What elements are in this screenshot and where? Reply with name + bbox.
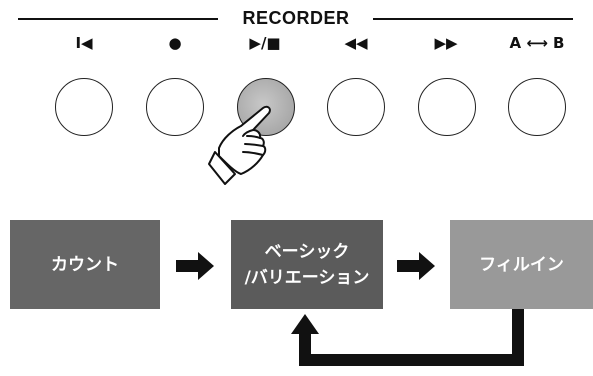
basic-step-label-line1: ベーシック bbox=[264, 241, 350, 262]
basic-step-label-line2: /バリエーション bbox=[244, 267, 370, 288]
record-button[interactable] bbox=[146, 78, 204, 136]
recorder-rule-right bbox=[373, 18, 573, 20]
play-stop-icon: ▶/■ bbox=[249, 34, 281, 52]
arrow-right-icon bbox=[176, 252, 214, 280]
fast-forward-button[interactable] bbox=[418, 78, 476, 136]
rewind-to-start-icon: I◀ bbox=[75, 34, 93, 52]
record-icon: ● bbox=[168, 34, 182, 52]
recorder-rule-left bbox=[18, 18, 218, 20]
fast-forward-icon: ▶▶ bbox=[434, 34, 458, 52]
ab-repeat-button[interactable] bbox=[508, 78, 566, 136]
ab-repeat-icon: A ⟷ B bbox=[509, 34, 565, 52]
fill-in-step: フィルイン bbox=[450, 220, 593, 309]
basic-variation-step: ベーシック /バリエーション bbox=[231, 220, 383, 309]
rewind-to-start-button[interactable] bbox=[55, 78, 113, 136]
fill-in-step-label: フィルイン bbox=[479, 254, 564, 275]
count-step: カウント bbox=[10, 220, 160, 309]
arrow-right-icon bbox=[397, 252, 435, 280]
pressing-hand-icon bbox=[208, 105, 271, 185]
rewind-icon: ◀◀ bbox=[344, 34, 368, 52]
count-step-label: カウント bbox=[51, 254, 119, 275]
recorder-title: RECORDER bbox=[242, 8, 350, 28]
rewind-button[interactable] bbox=[327, 78, 385, 136]
